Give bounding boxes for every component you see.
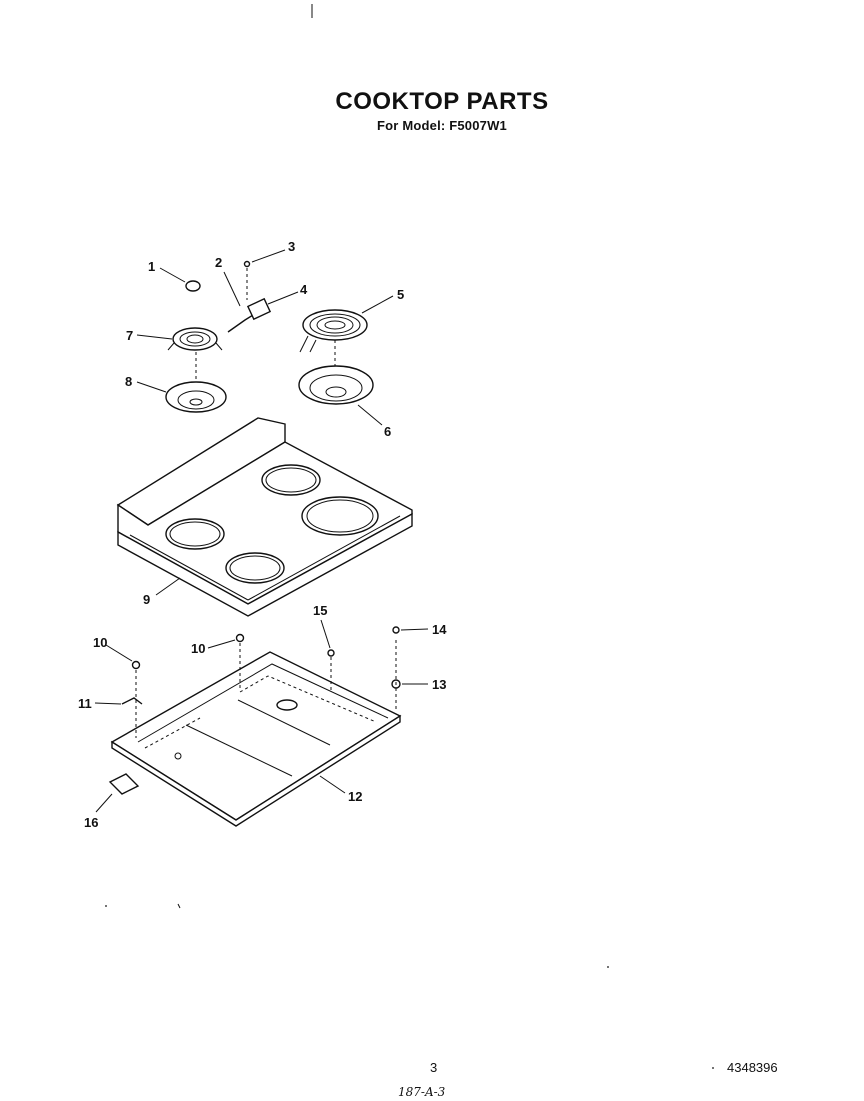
part-14-screw	[392, 626, 429, 634]
document-number: 4348396	[727, 1060, 778, 1075]
part-1-knob	[159, 267, 201, 292]
part-4-terminal-block	[246, 291, 299, 321]
part-5-large-element	[299, 295, 394, 368]
callout-15: 15	[313, 603, 327, 618]
part-9-cooktop	[116, 417, 413, 617]
callout-6: 6	[384, 424, 391, 439]
callout-10-middle: 10	[191, 641, 205, 656]
part-8-small-drip-bowl	[136, 352, 227, 413]
part-6-large-drip-bowl	[298, 365, 383, 426]
handwritten-note: 187-A-3	[398, 1085, 446, 1099]
part-15-screw	[320, 619, 335, 690]
part-13-nut	[391, 640, 428, 712]
part-3-screw	[243, 249, 286, 300]
part-10-screw-left	[105, 644, 141, 738]
callout-11: 11	[78, 696, 92, 711]
callout-13: 13	[432, 677, 446, 692]
model-subtitle: For Model: F5007W1	[376, 118, 507, 133]
part-16-bracket	[95, 773, 140, 813]
callout-8: 8	[125, 374, 132, 389]
part-11-clip	[94, 697, 143, 705]
callout-10-left: 10	[93, 635, 107, 650]
callout-4: 4	[300, 282, 308, 297]
callout-14: 14	[432, 622, 447, 637]
page-title: COOKTOP PARTS	[335, 88, 549, 115]
callout-5: 5	[397, 287, 404, 302]
callout-9: 9	[143, 592, 150, 607]
callout-16: 16	[84, 815, 98, 830]
part-10-screw-middle	[207, 633, 245, 690]
callout-7: 7	[126, 328, 133, 343]
part-7-small-element	[136, 327, 223, 351]
callout-1: 1	[148, 259, 155, 274]
part-12-burner-box	[110, 651, 402, 827]
page-number: 3	[430, 1060, 438, 1075]
part-2-wire	[223, 271, 259, 333]
callout-12: 12	[348, 789, 362, 804]
callout-3: 3	[288, 239, 295, 254]
callout-2: 2	[215, 255, 222, 270]
